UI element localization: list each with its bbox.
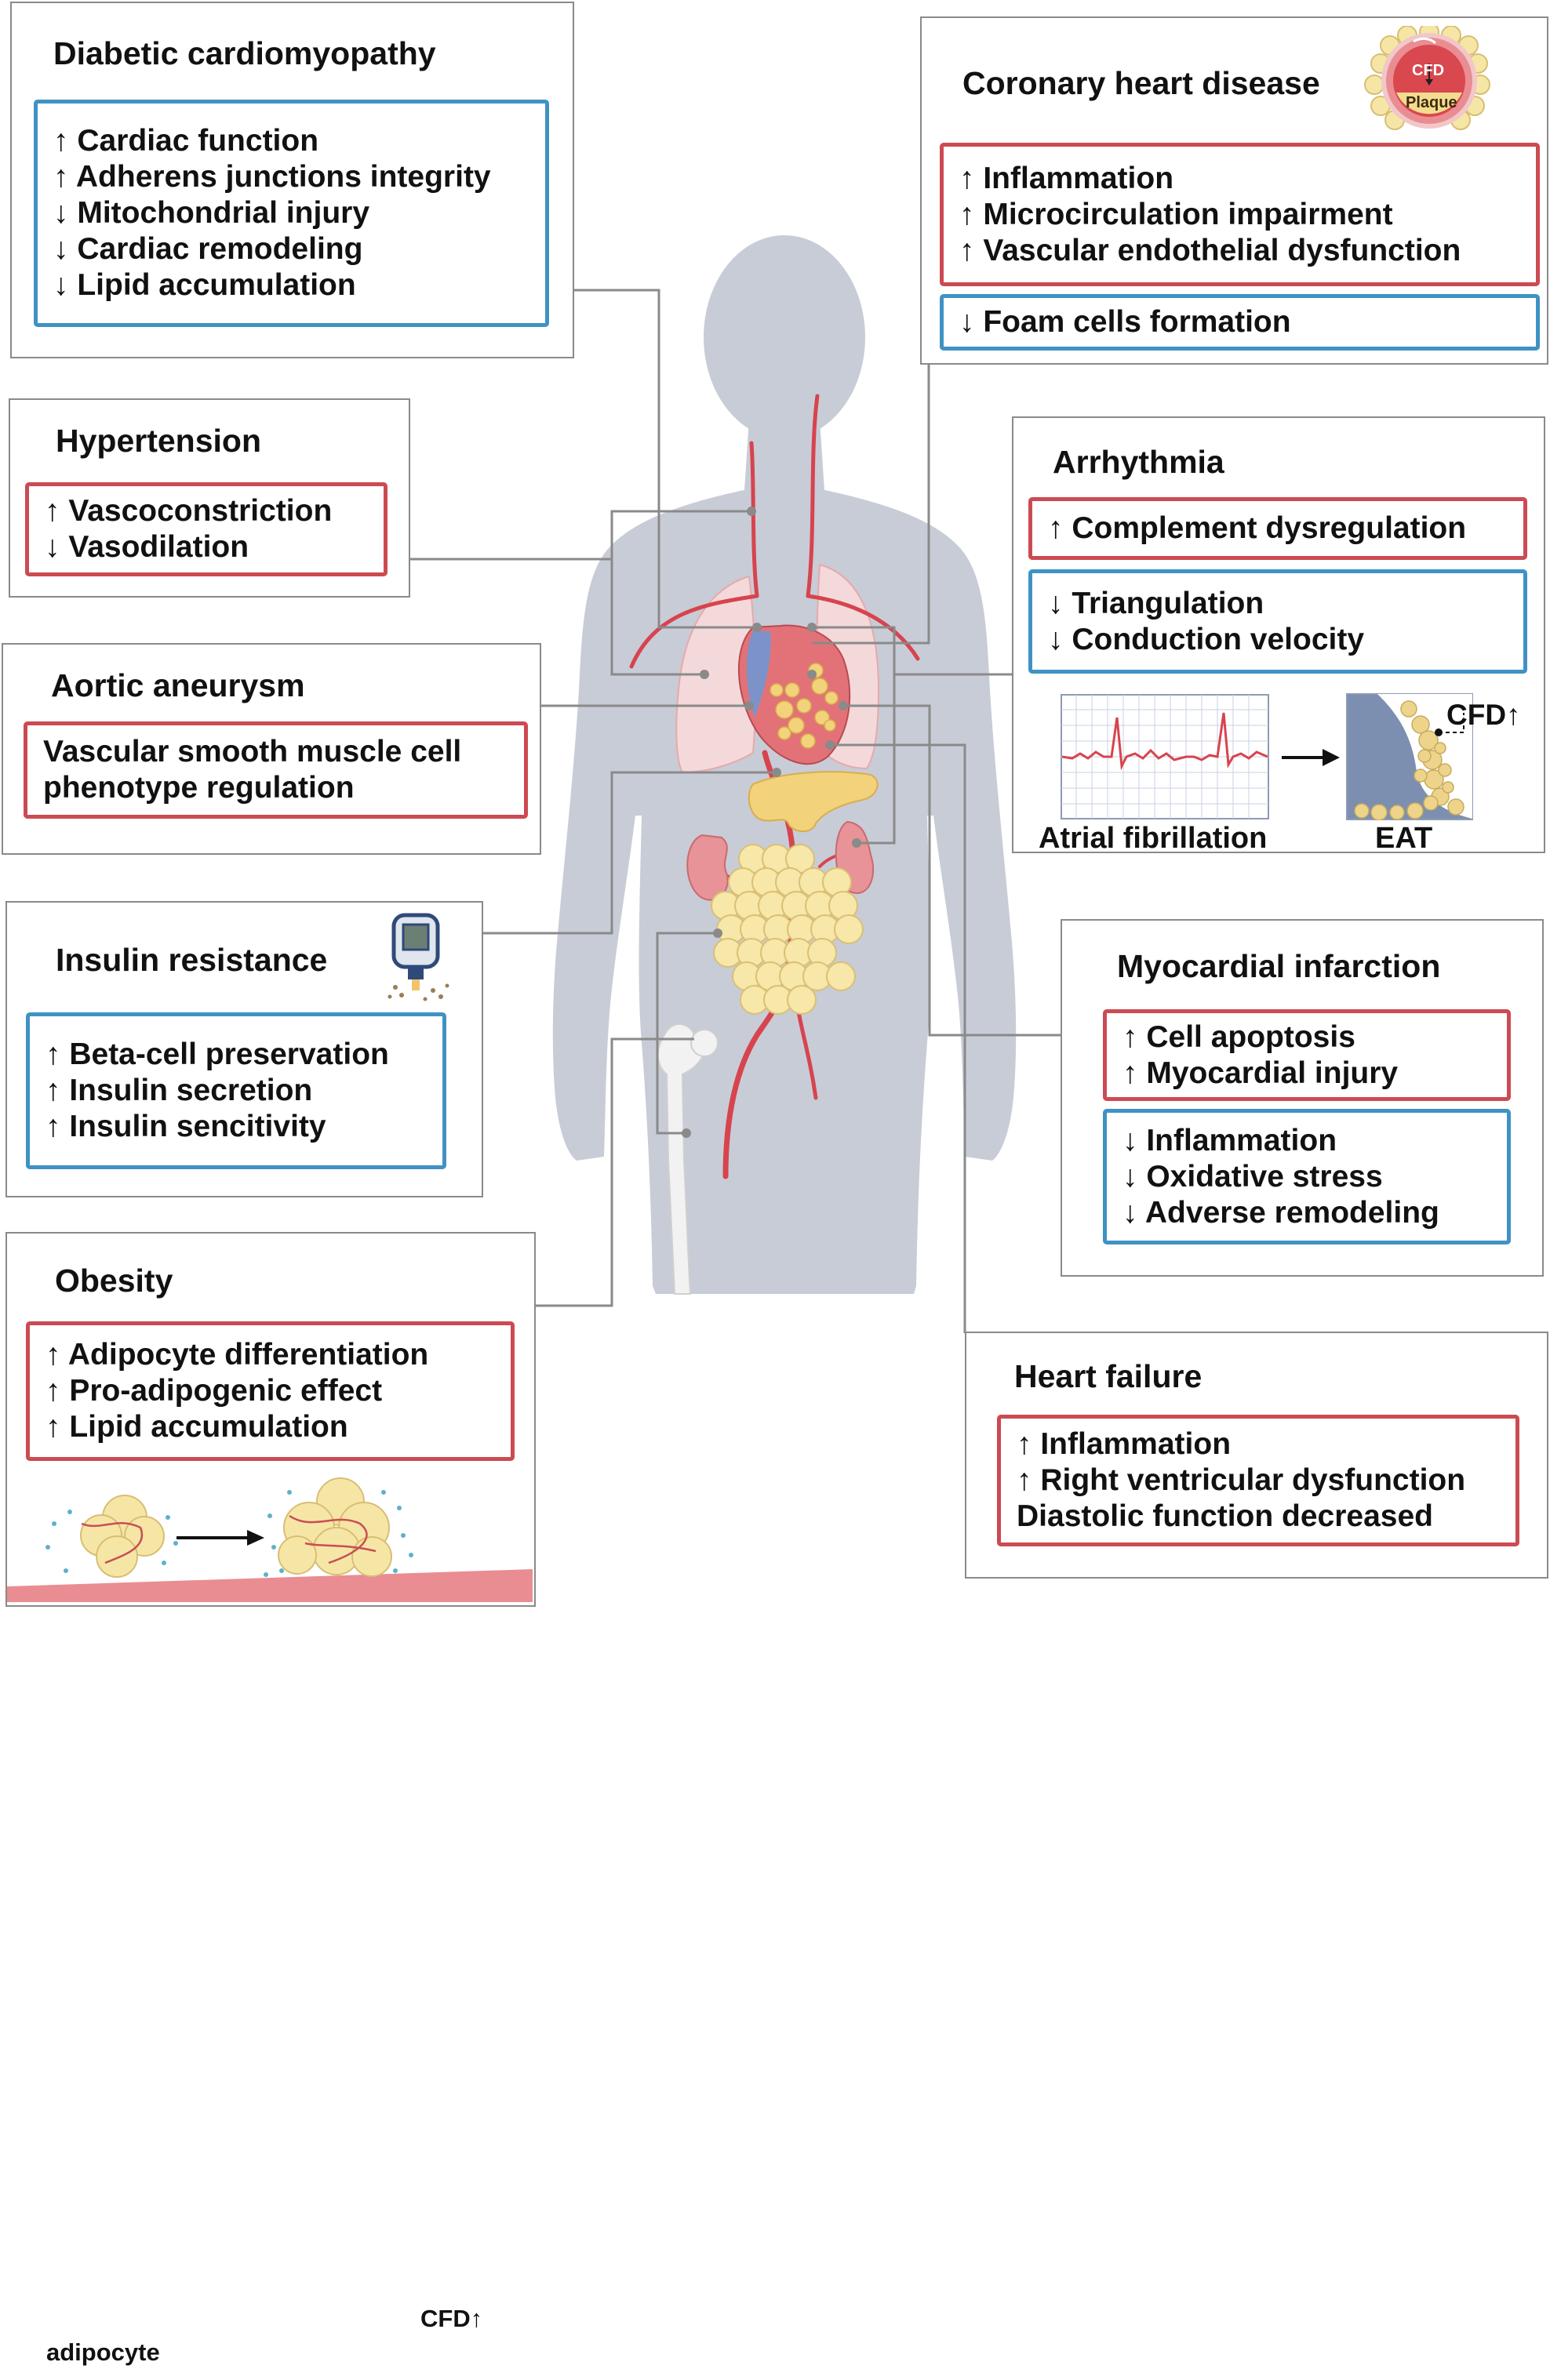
bmi-label: BMI <box>453 2348 505 2380</box>
atrial-fibrillation-label: Atrial fibrillation <box>1039 822 1268 855</box>
panel-insulin-resistance: Insulin resistance ↑ Beta-cell preservat… <box>5 901 483 1197</box>
increase-effects-box: ↑ Adipocyte differentiation↑ Pro-adipoge… <box>26 1321 515 1461</box>
effect-item: ↑ Lipid accumulation <box>45 1410 348 1444</box>
effect-item: ↓ Cardiac remodeling <box>53 232 363 266</box>
plaque-icon-label: Plaque <box>1406 94 1457 111</box>
adipocyte-label: adipocyte <box>46 2338 160 2366</box>
panel-title: Myocardial infarction <box>1117 948 1441 984</box>
effect-item: ↑ Complement dysregulation <box>1048 511 1467 545</box>
panel-title: Heart failure <box>1014 1358 1203 1394</box>
effect-item: ↓ Adverse remodeling <box>1122 1195 1439 1230</box>
effect-item: Vascular smooth muscle cell <box>43 735 462 769</box>
effect-item: phenotype regulation <box>43 771 355 805</box>
effect-item: ↑ Vascoconstriction <box>45 494 333 528</box>
decrease-effects-box: ↓ Triangulation↓ Conduction velocity <box>1028 569 1527 674</box>
eat-label: EAT <box>1375 822 1433 855</box>
effect-item: ↑ Microcirculation impairment <box>959 197 1393 231</box>
cfd-increase-label: CFD↑ <box>420 2305 483 2332</box>
cfd-increase-label: CFD↑ <box>1446 699 1521 731</box>
pancreas <box>748 771 879 833</box>
effect-item: ↓ Oxidative stress <box>1122 1159 1383 1194</box>
panel-coronary-heart-disease: Coronary heart disease CFD Plaque ↑ Infl… <box>920 16 1548 365</box>
human-body-silhouette <box>552 235 1017 1294</box>
connector-dots <box>682 507 861 1138</box>
panel-aortic-aneurysm: Aortic aneurysm Vascular smooth muscle c… <box>2 643 541 855</box>
effect-item: ↓ Conduction velocity <box>1048 622 1365 656</box>
panel-title: Obesity <box>55 1263 173 1299</box>
panel-title: Insulin resistance <box>56 942 328 978</box>
effect-item: ↓ Inflammation <box>1122 1123 1337 1157</box>
panel-arrhythmia: Arrhythmia ↑ Complement dysregulation ↓ … <box>1012 416 1545 853</box>
effect-item: ↑ Adipocyte differentiation <box>45 1338 429 1372</box>
decrease-effects-box: ↓ Foam cells formation <box>940 294 1540 351</box>
increase-effects-box: ↑ Complement dysregulation <box>1028 497 1527 560</box>
bmi-gradient-bar <box>7 1569 533 1602</box>
effect-item: ↑ Vascular endothelial dysfunction <box>959 233 1461 267</box>
panel-heart-failure: Heart failure ↑ Inflammation↑ Right vent… <box>965 1332 1548 1579</box>
effect-item: ↑ Insulin sencitivity <box>45 1110 326 1143</box>
decrease-effects-box: ↓ Inflammation↓ Oxidative stress↓ Advers… <box>1103 1109 1511 1245</box>
effect-item: ↑ Adherens junctions integrity <box>53 160 491 194</box>
panel-diabetic-cardiomyopathy: Diabetic cardiomyopathy ↑ Cardiac functi… <box>10 2 574 358</box>
increase-effects-box: ↑ Inflammation↑ Right ventricular dysfun… <box>997 1415 1519 1546</box>
connector-lines <box>409 289 1061 1333</box>
arrow-icon <box>1282 749 1340 766</box>
panel-title: Coronary heart disease <box>962 65 1320 101</box>
effect-item: ↑ Beta-cell preservation <box>45 1037 389 1071</box>
plaque-icon <box>1364 26 1490 130</box>
effect-item: Diastolic function decreased <box>1017 1499 1433 1533</box>
adipocyte-illustration <box>7 1477 533 1602</box>
effect-item: ↑ Cell apoptosis <box>1122 1019 1355 1054</box>
increase-effects-box: ↑ Cell apoptosis↑ Myocardial injury <box>1103 1009 1511 1101</box>
panel-title: Arrhythmia <box>1053 444 1224 480</box>
effect-item: ↓ Mitochondrial injury <box>53 196 370 230</box>
effect-item: ↓ Vasodilation <box>45 530 249 564</box>
decrease-effects-box: ↑ Cardiac function↑ Adherens junctions i… <box>34 100 549 327</box>
effect-item: ↓ Foam cells formation <box>959 305 1291 339</box>
effect-item: ↑ Myocardial injury <box>1122 1056 1399 1090</box>
epicardial-fat-icon <box>1346 693 1473 820</box>
effect-item: ↑ Right ventricular dysfunction <box>1017 1463 1466 1497</box>
effect-item: ↑ Pro-adipogenic effect <box>45 1374 383 1408</box>
panel-title: Hypertension <box>56 423 261 459</box>
effect-item: ↑ Inflammation <box>959 161 1174 195</box>
anatomy-illustration <box>409 235 1061 1333</box>
femur-bone <box>657 1023 719 1295</box>
effect-item: ↑ Inflammation <box>1017 1427 1232 1461</box>
effect-item: ↓ Lipid accumulation <box>53 268 356 302</box>
panel-myocardial-infarction: Myocardial infarction ↑ Cell apoptosis↑ … <box>1061 919 1544 1277</box>
increase-effects-box: ↑ Vascoconstriction↓ Vasodilation <box>25 482 388 576</box>
heart <box>737 624 851 765</box>
effect-item: ↓ Triangulation <box>1048 586 1264 620</box>
increase-effects-box: ↑ Inflammation↑ Microcirculation impairm… <box>940 143 1540 286</box>
panel-hypertension: Hypertension ↑ Vascoconstriction↓ Vasodi… <box>9 398 410 598</box>
panel-title: Aortic aneurysm <box>51 667 305 703</box>
cfd-icon-label: CFD <box>1412 62 1445 79</box>
panel-obesity: Obesity ↑ Adipocyte differentiation↑ Pro… <box>5 1232 536 2378</box>
effect-item: ↑ Insulin secretion <box>45 1074 313 1107</box>
effect-item: ↑ Cardiac function <box>53 124 319 158</box>
ecg-trace-icon <box>1061 694 1269 819</box>
panel-title: Diabetic cardiomyopathy <box>53 35 436 71</box>
adipose-tissue-cluster <box>711 844 864 1015</box>
decrease-effects-box: ↑ Beta-cell preservation↑ Insulin secret… <box>26 1012 446 1169</box>
glucometer-icon <box>388 913 449 1001</box>
